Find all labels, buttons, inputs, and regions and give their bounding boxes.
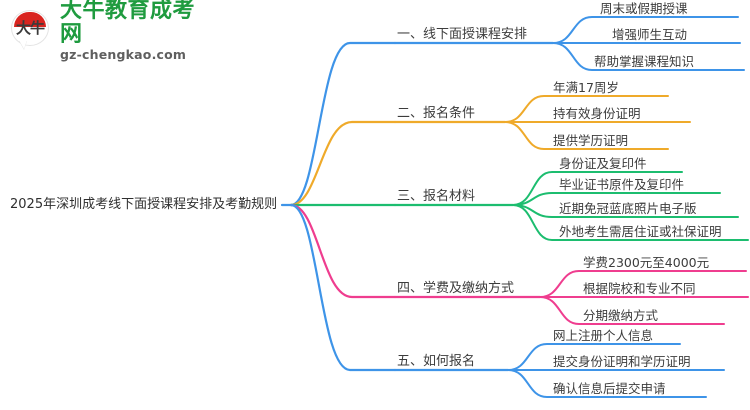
logo-red-dot [32,17,41,26]
leaf-node-3-2[interactable]: 毕业证书原件及复印件 [559,177,685,192]
leaf-node-3-4[interactable]: 外地考生需居住证或社保证明 [559,224,722,239]
link-trunk-4 [289,203,397,299]
leaf-node-5-3[interactable]: 确认信息后提交申请 [553,381,666,396]
leaf-node-4-1[interactable]: 学费2300元至4000元 [583,255,710,270]
link-b3-child-4 [512,204,749,241]
leaf-node-4-2[interactable]: 根据院校和专业不同 [583,281,696,296]
logo-textblock: 大牛教育成考网 gz-chengkao.com [60,0,200,62]
leaf-node-5-2[interactable]: 提交身份证明和学历证明 [553,354,691,369]
leaf-node-2-3[interactable]: 提供学历证明 [553,133,629,148]
branch-node-4[interactable]: 四、学费及缴纳方式 [397,281,515,296]
leaf-node-3-3[interactable]: 近期免冠蓝底照片电子版 [559,201,697,216]
leaf-node-1-3[interactable]: 帮助掌握课程知识 [594,54,695,69]
logo-mark-icon: 大牛 [10,9,52,51]
link-b4-child-3 [539,296,725,325]
branch-node-2[interactable]: 二、报名条件 [397,106,476,121]
leaf-node-2-1[interactable]: 年满17周岁 [553,80,619,95]
link-trunk-2 [289,120,397,207]
link-trunk-5 [289,203,397,372]
leaf-node-1-1[interactable]: 周末或假期授课 [600,1,688,16]
branch-node-5[interactable]: 五、如何报名 [397,354,476,369]
branch-node-3[interactable]: 三、报名材料 [397,189,476,204]
brand-domain: gz-chengkao.com [60,46,187,62]
leaf-node-1-2[interactable]: 增强师生互动 [612,27,688,42]
speech-bubble-tail [19,40,27,49]
brand-name: 大牛教育成考网 [60,0,196,47]
link-b5-child-3 [507,369,707,398]
leaf-node-2-2[interactable]: 持有效身份证明 [553,106,641,121]
leaf-node-4-3[interactable]: 分期缴纳方式 [583,308,659,323]
logo-mark-text: 大牛 [15,19,45,37]
branch-node-1[interactable]: 一、线下面授课程安排 [397,27,528,42]
mindmap-root-node[interactable]: 2025年深圳成考线下面授课程安排及考勤规则 [10,197,278,212]
leaf-node-3-1[interactable]: 身份证及复印件 [559,156,647,171]
link-b1-child-3 [552,42,745,71]
leaf-node-5-1[interactable]: 网上注册个人信息 [553,328,654,343]
site-logo[interactable]: 大牛 大牛教育成考网 gz-chengkao.com [10,0,200,61]
link-trunk-1 [289,41,397,207]
link-b2-child-3 [504,121,669,150]
